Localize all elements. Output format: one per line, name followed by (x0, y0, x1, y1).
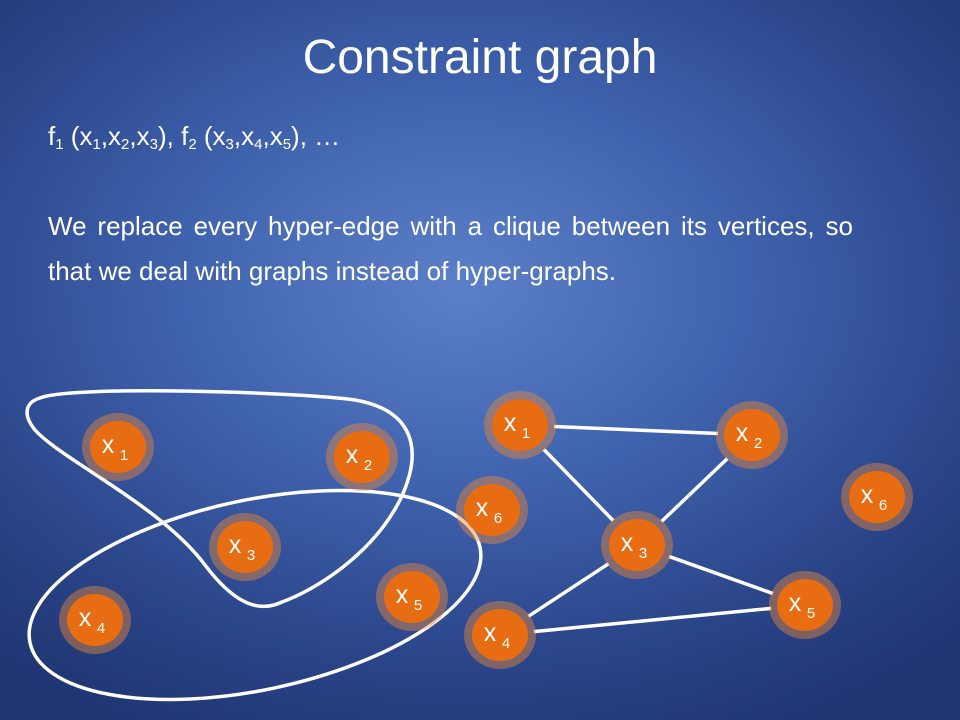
node-circle (472, 609, 528, 661)
f1-close: ), (157, 121, 182, 151)
f2-args-open: (x (196, 121, 226, 151)
slide-title: Constraint graph (302, 31, 658, 84)
explanation-paragraph: We replace every hyper-edge with a cliqu… (48, 211, 853, 286)
f2-arg3-subscript: 5 (282, 136, 292, 153)
f1-symbol: f (48, 121, 56, 151)
node-circle (217, 521, 273, 573)
node-circle (609, 519, 665, 571)
node-label: x (621, 529, 634, 557)
node-label: x (789, 589, 802, 617)
node-subscript: 3 (247, 547, 255, 564)
node-label: x (79, 604, 92, 632)
node-label: x (736, 419, 749, 447)
f1-arg1-subscript: 1 (92, 136, 101, 153)
node-label: x (229, 531, 242, 559)
node-subscript: 5 (414, 597, 422, 614)
node-circle (724, 409, 780, 461)
node-circle (384, 571, 440, 623)
graph-edge-x3-x5 (668, 554, 774, 596)
f1-sep2: ,x (129, 121, 150, 151)
f1-arg3-subscript: 3 (149, 136, 158, 153)
node-circle (90, 421, 146, 473)
node-circle (777, 579, 833, 631)
f2-close: ), … (291, 121, 341, 151)
node-label: x (504, 409, 517, 437)
node-label: x (346, 441, 359, 469)
graph-edge-x1-x3 (542, 448, 615, 522)
f2-arg1-subscript: 3 (225, 136, 234, 153)
node-circle (334, 431, 390, 483)
node-subscript: 3 (639, 545, 647, 562)
f2-subscript: 2 (188, 136, 197, 153)
graph-edge-x2-x3 (660, 457, 729, 523)
f2-symbol: f (181, 121, 189, 151)
f2-sep1: ,x (233, 121, 255, 151)
f2-sep2: ,x (262, 121, 283, 151)
node-label: x (861, 481, 874, 509)
f1-arg2-subscript: 2 (121, 136, 130, 153)
node-subscript: 1 (522, 425, 530, 442)
node-label: x (102, 431, 115, 459)
graph-edge-x1-x2 (553, 424, 719, 436)
hyperedge-x3-x4-x5 (27, 488, 483, 702)
hyperedge-x1-x2-x3 (25, 389, 414, 608)
f1-subscript: 1 (55, 136, 64, 153)
node-circle (464, 484, 520, 536)
constraint-formula: f1 (x1,x2,x3), f2 (x3,x4,x5), … (48, 118, 908, 154)
f2-arg2-subscript: 4 (254, 136, 263, 153)
node-subscript: 1 (120, 447, 128, 464)
node-subscript: 6 (879, 497, 887, 514)
node-subscript: 5 (807, 605, 815, 622)
f1-args-open: (x (63, 121, 93, 151)
node-subscript: 4 (97, 620, 105, 637)
node-label: x (484, 619, 497, 647)
node-circle (849, 471, 905, 523)
f1-sep1: ,x (100, 121, 122, 151)
node-label: x (476, 494, 489, 522)
node-circle (492, 399, 548, 451)
node-circle (67, 594, 123, 646)
node-subscript: 4 (502, 635, 510, 652)
node-subscript: 2 (364, 457, 372, 474)
graph-edge-x4-x5 (533, 606, 772, 634)
graph-edge-x3-x4 (527, 562, 610, 618)
node-subscript: 6 (494, 510, 502, 527)
node-label: x (396, 581, 409, 609)
node-subscript: 2 (754, 435, 762, 452)
